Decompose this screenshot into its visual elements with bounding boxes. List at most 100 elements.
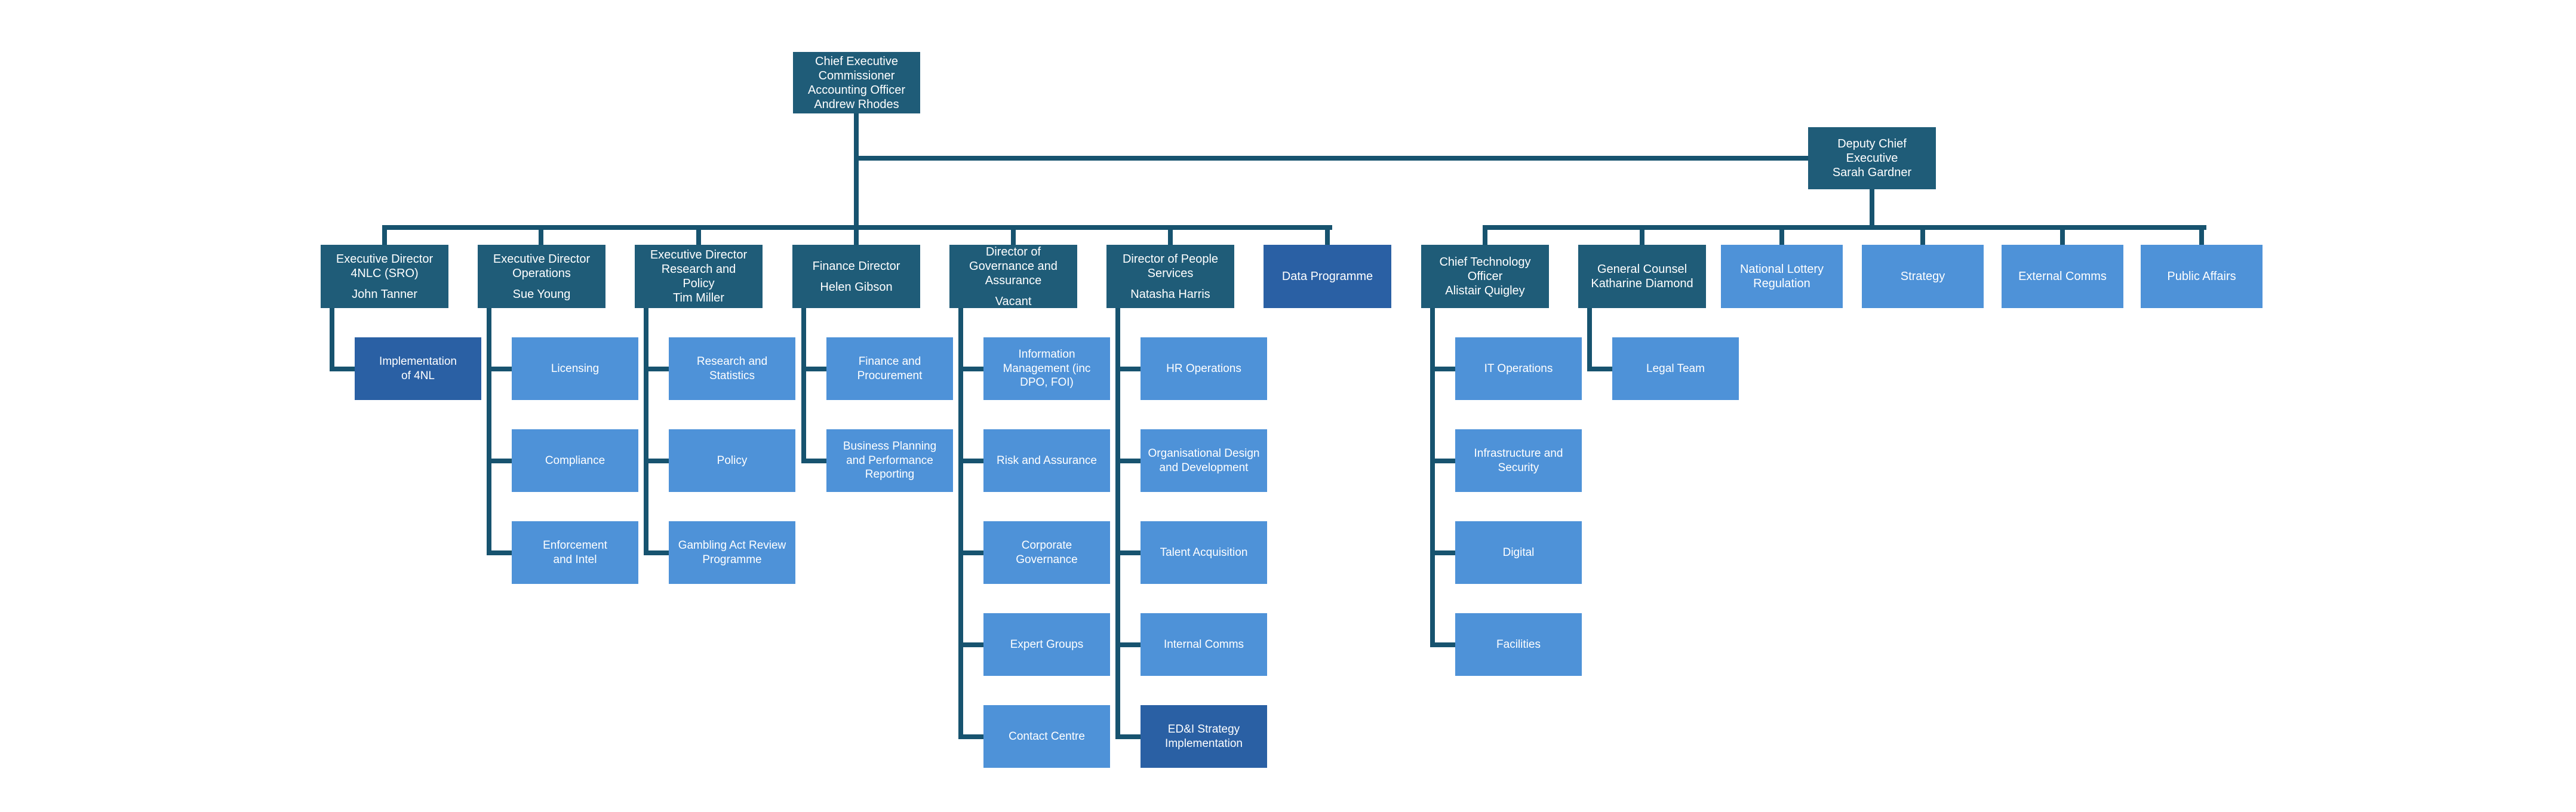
node-title: Director of People Services xyxy=(1122,252,1219,280)
node-it-operations: IT Operations xyxy=(1455,337,1582,400)
connector-elbow xyxy=(1430,367,1459,371)
connector-elbow xyxy=(1115,459,1144,463)
node-title: Gambling Act Review Programme xyxy=(678,539,786,566)
connector-elbow xyxy=(958,550,987,555)
node-person: John Tanner xyxy=(352,287,417,301)
connector-elbow xyxy=(330,367,358,371)
connector-elbow xyxy=(801,367,830,371)
node-title: Chief Technology Officer xyxy=(1439,256,1531,283)
connector-column-people xyxy=(1115,306,1120,739)
connector-stub xyxy=(1920,225,1925,247)
connector-stub xyxy=(1011,225,1016,247)
node-title: Finance Director xyxy=(812,259,900,273)
node-legal-team: Legal Team xyxy=(1612,337,1739,400)
connector-ceo-to-deputy xyxy=(856,156,1808,161)
node-general-counsel: General Counsel Katharine Diamond xyxy=(1578,245,1706,308)
node-national-lottery-regulation: National Lottery Regulation xyxy=(1721,245,1843,308)
node-internal-comms: Internal Comms xyxy=(1141,613,1267,676)
node-exec-director-research-policy: Executive Director Research and Policy T… xyxy=(635,245,763,308)
connector-column-research-policy xyxy=(644,306,648,555)
node-title: Contact Centre xyxy=(1009,730,1085,743)
connector-stub xyxy=(2060,225,2065,247)
connector-column-general-counsel xyxy=(1587,306,1592,371)
connector-column-finance xyxy=(801,306,806,463)
node-title: Finance and Procurement xyxy=(857,355,923,382)
node-person: Sarah Gardner xyxy=(1832,166,1912,179)
node-title: Expert Groups xyxy=(1010,638,1084,651)
node-title: Business Planning and Performance Report… xyxy=(843,439,937,481)
connector-elbow xyxy=(801,459,830,463)
node-research-and-statistics: Research and Statistics xyxy=(669,337,795,400)
connector-stub xyxy=(696,225,701,247)
connector-elbow xyxy=(958,459,987,463)
node-corporate-governance: Corporate Governance xyxy=(983,521,1110,584)
connector-elbow xyxy=(1115,734,1144,739)
node-title: HR Operations xyxy=(1166,362,1241,375)
node-title: Implementation of 4NL xyxy=(379,355,457,382)
connector-elbow xyxy=(1115,367,1144,371)
connector-stub xyxy=(539,225,543,247)
connector-stub xyxy=(1325,225,1330,247)
node-data-programme: Data Programme xyxy=(1264,245,1391,308)
node-title: Research and Statistics xyxy=(696,355,768,382)
node-title: Deputy Chief Executive xyxy=(1837,137,1907,165)
node-title: Strategy xyxy=(1900,270,1945,283)
node-enforcement-and-intel: Enforcement and Intel xyxy=(512,521,638,584)
connector-stub xyxy=(1779,225,1784,247)
node-title: Digital xyxy=(1502,546,1535,559)
connector-column-4nlc xyxy=(330,306,334,371)
node-title: Executive Director Operations xyxy=(493,252,591,280)
node-title: Information Management (inc DPO, FOI) xyxy=(1003,347,1091,389)
node-title: Enforcement and Intel xyxy=(543,539,607,566)
node-finance-director: Finance Director Helen Gibson xyxy=(792,245,920,308)
connector-elbow xyxy=(644,550,672,555)
connector-elbow xyxy=(487,367,515,371)
node-person: Natasha Harris xyxy=(1130,287,1210,301)
connector-elbow xyxy=(1115,550,1144,555)
node-risk-and-assurance: Risk and Assurance xyxy=(983,429,1110,492)
node-title: Legal Team xyxy=(1646,362,1705,375)
node-business-planning-performance-reporting: Business Planning and Performance Report… xyxy=(826,429,953,492)
node-contact-centre: Contact Centre xyxy=(983,705,1110,768)
node-person: Alistair Quigley xyxy=(1445,284,1525,297)
node-deputy-chief-executive: Deputy Chief Executive Sarah Gardner xyxy=(1808,127,1936,189)
node-title: External Comms xyxy=(2018,270,2107,283)
node-person: Sue Young xyxy=(512,287,571,301)
connector-stub xyxy=(382,225,387,247)
node-person: Tim Miller xyxy=(673,291,724,304)
node-title: Risk and Assurance xyxy=(997,454,1097,467)
node-title: Data Programme xyxy=(1281,270,1373,283)
connector-stub xyxy=(1640,225,1644,247)
connector-elbow xyxy=(644,367,672,371)
node-person: Katharine Diamond xyxy=(1591,277,1693,290)
connector-stub xyxy=(1483,225,1487,247)
connector-elbow xyxy=(487,550,515,555)
node-director-people-services: Director of People Services Natasha Harr… xyxy=(1106,245,1234,308)
node-chief-technology-officer: Chief Technology Officer Alistair Quigle… xyxy=(1421,245,1549,308)
connector-right-distribution xyxy=(1483,225,2206,230)
node-gambling-act-review-programme: Gambling Act Review Programme xyxy=(669,521,795,584)
node-edi-strategy-implementation: ED&I Strategy Implementation xyxy=(1141,705,1267,768)
node-policy: Policy xyxy=(669,429,795,492)
connector-elbow xyxy=(1115,642,1144,647)
node-compliance: Compliance xyxy=(512,429,638,492)
connector-stub xyxy=(2199,225,2204,247)
node-digital: Digital xyxy=(1455,521,1582,584)
connector-column-operations xyxy=(487,306,491,555)
node-director-governance-assurance: Director of Governance and Assurance Vac… xyxy=(949,245,1077,308)
node-title: ED&I Strategy Implementation xyxy=(1165,722,1243,750)
node-title: Executive Director 4NLC (SRO) xyxy=(336,252,434,280)
connector-stub xyxy=(854,225,859,247)
connector-elbow xyxy=(1430,459,1459,463)
node-title: Policy xyxy=(717,454,748,467)
connector-elbow xyxy=(958,734,987,739)
node-chief-executive: Chief Executive Commissioner Accounting … xyxy=(793,52,920,113)
node-strategy: Strategy xyxy=(1862,245,1984,308)
node-external-comms: External Comms xyxy=(2002,245,2123,308)
connector-elbow xyxy=(1430,550,1459,555)
node-exec-director-operations: Executive Director Operations Sue Young xyxy=(478,245,605,308)
connector-ceo-vertical xyxy=(854,113,859,230)
node-title: Public Affairs xyxy=(2167,270,2236,283)
node-public-affairs: Public Affairs xyxy=(2141,245,2263,308)
node-information-management: Information Management (inc DPO, FOI) xyxy=(983,337,1110,400)
